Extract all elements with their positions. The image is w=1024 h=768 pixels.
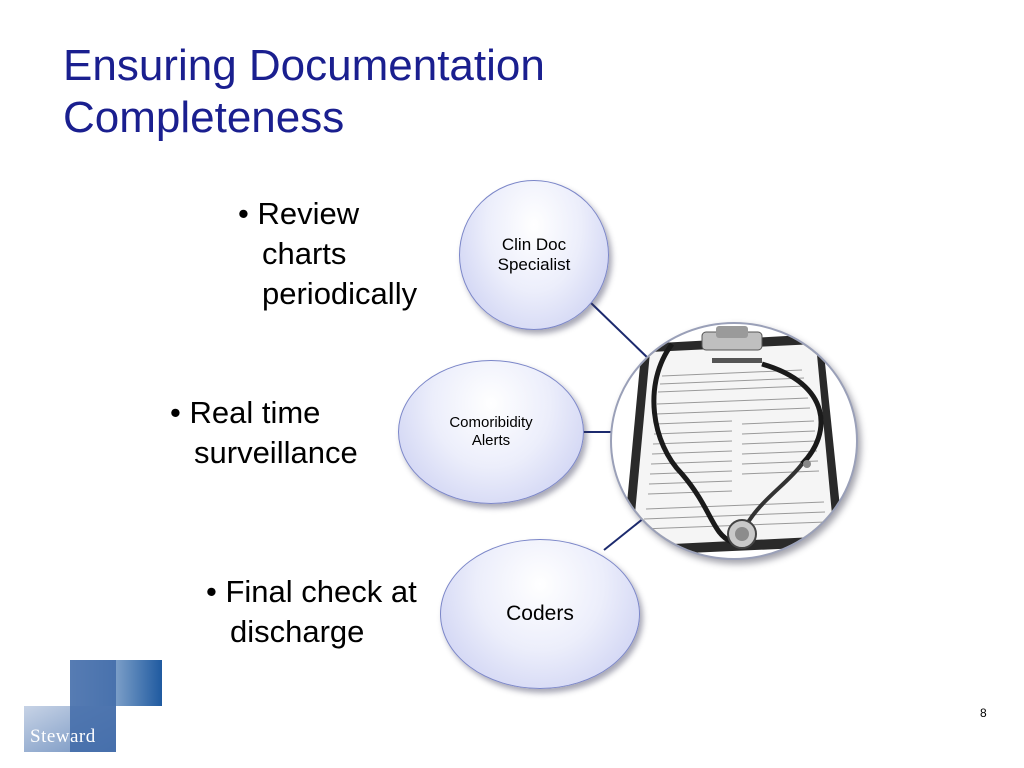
page-number: 8 (980, 706, 987, 720)
steward-logo (24, 660, 162, 752)
slide-title-line-2: Completeness (63, 93, 345, 142)
bubble-label-line: Specialist (497, 255, 571, 274)
bullet-real-time-surveillance: • Real time surveillance (170, 393, 358, 473)
bullet-text-line: Final check at (225, 574, 417, 609)
bubble-label: Coders (506, 602, 574, 625)
steward-logo-text: Steward (30, 726, 96, 747)
bullet-text-line: periodically (262, 276, 418, 311)
connector-clin-doc (589, 301, 653, 363)
bubble-label-line: Clin Doc (501, 235, 567, 254)
bullet-marker: • (206, 574, 217, 609)
bullet-marker: • (170, 395, 181, 430)
bullet-review-charts: • Review charts periodically (238, 194, 417, 314)
bullet-text-line: Review (257, 196, 360, 231)
bubble-label-line: Comoribidity (449, 414, 533, 431)
slide-title: Ensuring Documentation Completeness (63, 40, 545, 144)
medical-history-clipboard-image (610, 322, 858, 560)
bullet-text-line: discharge (230, 614, 365, 649)
bullet-text-line: Real time (189, 395, 321, 430)
clipboard-stethoscope-icon (622, 326, 844, 556)
slide-title-line-1: Ensuring Documentation (63, 41, 545, 90)
bullet-final-check: • Final check at discharge (206, 572, 417, 652)
bubble-comorbidity-alerts: Comoribidity Alerts (398, 360, 584, 504)
bullet-text-line: surveillance (194, 435, 358, 470)
bullet-text-line: charts (262, 236, 347, 271)
bubble-clin-doc-specialist: Clin Doc Specialist (459, 180, 609, 330)
bubble-label-line: Alerts (471, 432, 511, 449)
bullet-marker: • (238, 196, 249, 231)
bubble-coders: Coders (440, 539, 640, 689)
connector-coders (603, 517, 645, 551)
